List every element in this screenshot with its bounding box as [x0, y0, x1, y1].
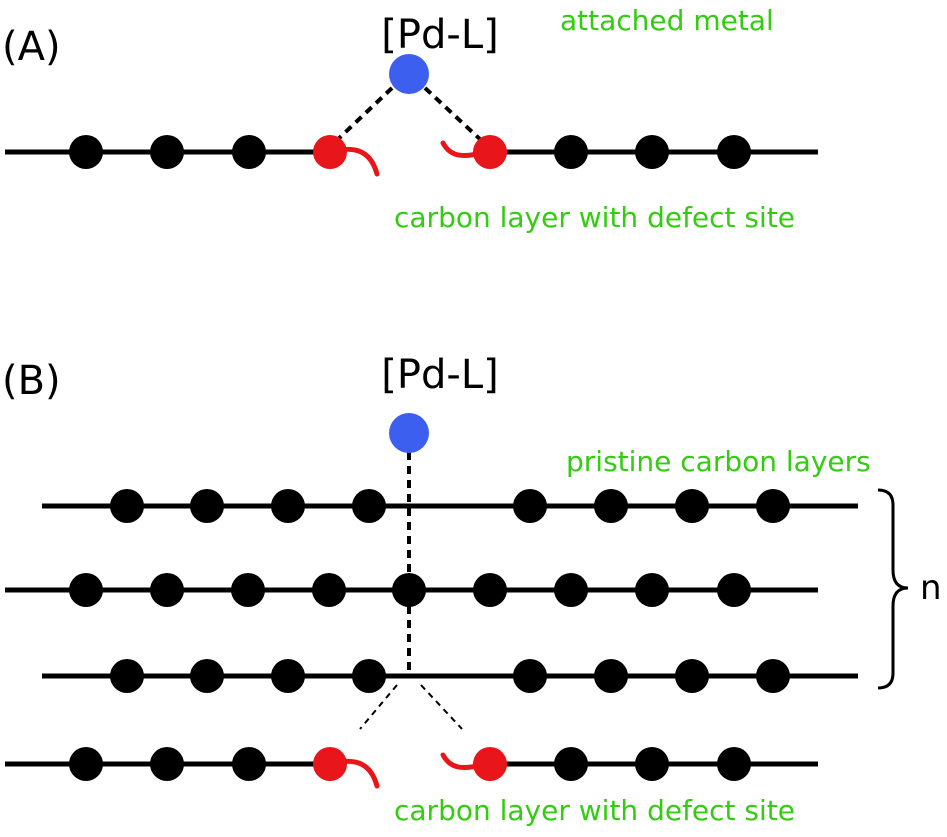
panel-b-carbon-atom [392, 573, 426, 607]
panel-a-carbon-atom [69, 135, 103, 169]
panel-a-carbon-atom [717, 135, 751, 169]
panel-b-carbon-atom [69, 573, 103, 607]
panel-b-carbon-atom [717, 747, 751, 781]
panel-b-layer-count-label: n [920, 568, 942, 608]
panel-b-carbon-atom [69, 747, 103, 781]
panel-b-carbon-atom [513, 489, 547, 523]
panel-b-carbon-atom [271, 489, 305, 523]
panel-a-carbon-atom [554, 135, 588, 169]
panel-b-carbon-atom [513, 659, 547, 693]
panel-a-bond-left [333, 86, 394, 144]
panel-a-carbon-atom [150, 135, 184, 169]
panel-b-carbon-atom [717, 573, 751, 607]
panel-b-carbon-atom [635, 573, 669, 607]
panel-b-carbon-atom [756, 659, 790, 693]
panel-b-defect-layer-note: carbon layer with defect site [394, 794, 795, 827]
panel-b-carbon-atom [756, 489, 790, 523]
panel-a: (A) [Pd-L] attached metal carbon layer w… [2, 4, 818, 234]
panel-b-carbon-atom [675, 659, 709, 693]
panel-b-carbon-atom [150, 747, 184, 781]
panel-b-carbon-atom [110, 659, 144, 693]
panel-b-carbon-atom [594, 659, 628, 693]
panel-b-carbon-atom [594, 489, 628, 523]
panel-a-carbon-atom [635, 135, 669, 169]
panel-b-carbon-atom [232, 747, 266, 781]
panel-b-carbon-atom [473, 573, 507, 607]
panel-b-carbon-atom [675, 489, 709, 523]
panel-b-carbon-atom [190, 659, 224, 693]
panel-a-defect-atom-right [473, 135, 507, 169]
panel-a-defect-atom-left [313, 135, 347, 169]
panel-b-carbon-atom [190, 489, 224, 523]
panel-b: (B) [Pd-L] pristine carbon layers [2, 352, 942, 827]
panel-a-metal-atom [389, 54, 429, 94]
panel-b-carbon-atom [231, 573, 265, 607]
panel-b-defect-atom-right [473, 747, 507, 781]
panel-b-metal-label: [Pd-L] [381, 352, 498, 398]
panel-b-carbon-atom [554, 747, 588, 781]
panel-b-defect-atom-left [313, 747, 347, 781]
panel-a-defect-layer-note: carbon layer with defect site [394, 201, 795, 234]
panel-b-carbon-atom [150, 573, 184, 607]
panel-b-bond-right [420, 684, 463, 730]
panel-a-carbon-atom [232, 135, 266, 169]
panel-b-carbon-atom [271, 659, 305, 693]
panel-b-carbon-atom [110, 489, 144, 523]
panel-a-bond-right [423, 86, 485, 144]
panel-b-carbon-atom [352, 659, 386, 693]
panel-b-carbon-atom [312, 573, 346, 607]
panel-b-label: (B) [2, 358, 61, 404]
panel-a-attached-metal-note: attached metal [560, 4, 774, 37]
panel-b-bond-left [359, 684, 398, 730]
panel-b-carbon-atom [635, 747, 669, 781]
panel-b-carbon-atom [554, 573, 588, 607]
panel-b-pristine-layers-note: pristine carbon layers [566, 445, 871, 478]
panel-b-metal-atom [389, 413, 429, 453]
panel-a-label: (A) [2, 24, 61, 70]
panel-b-carbon-atom [352, 489, 386, 523]
panel-a-metal-label: [Pd-L] [381, 12, 498, 58]
panel-b-layer-count-brace [877, 488, 909, 690]
